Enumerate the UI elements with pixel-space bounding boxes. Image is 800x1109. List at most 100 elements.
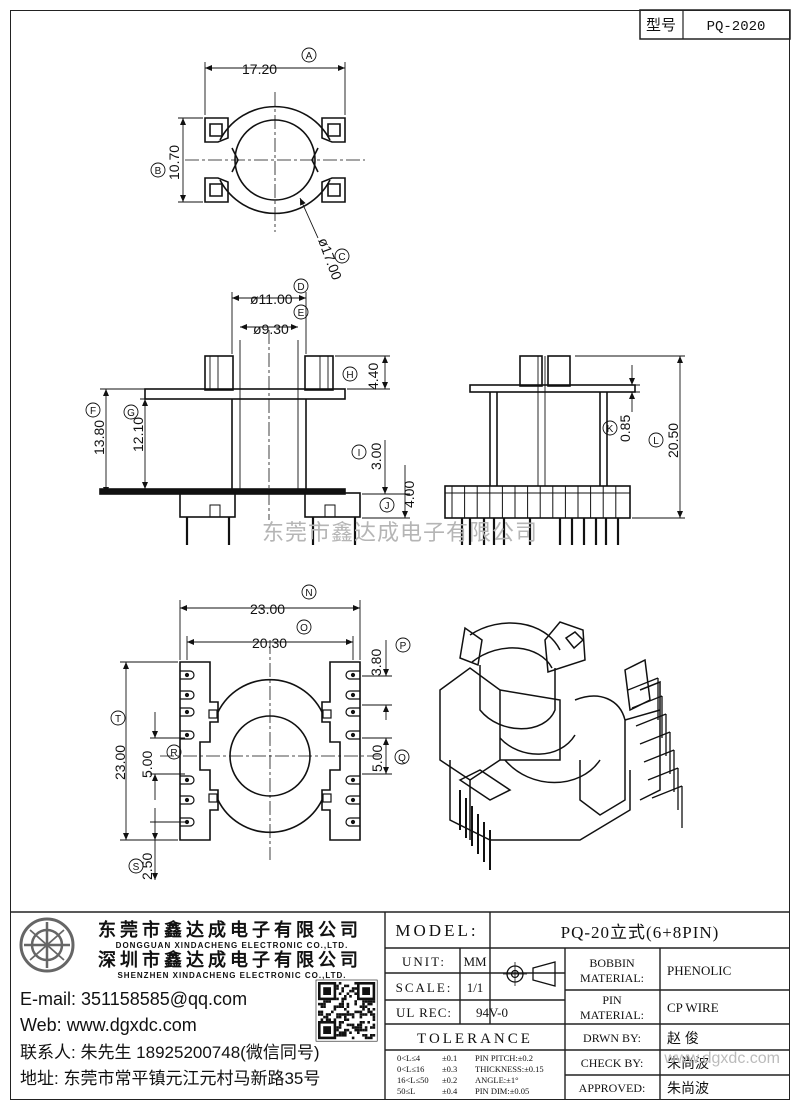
dim-R-letter: R	[170, 748, 177, 759]
pin-hole-left	[184, 672, 190, 678]
iso-pin	[635, 713, 667, 727]
pin-hole-right	[350, 777, 356, 783]
standoff-pad	[322, 709, 332, 719]
iso-pin	[647, 767, 679, 781]
dim-D-E	[231, 278, 309, 354]
pin-slot-left	[180, 730, 195, 740]
drawing-frame	[10, 10, 790, 1100]
tol-value: ±0.3	[442, 1064, 457, 1074]
pin-slot-right	[345, 690, 360, 700]
tol-value: ±0.4	[442, 1086, 458, 1096]
header-model-label: 型号	[646, 17, 676, 34]
dim-P-letter: P	[400, 641, 407, 652]
tb-scale-label: SCALE:	[396, 980, 453, 995]
watermark-text: 东莞市鑫达成电子有限公司	[262, 520, 538, 545]
tb-scale-value: 1/1	[467, 980, 484, 995]
pin-slot-left	[180, 707, 195, 717]
side-view-pins	[451, 486, 620, 545]
dim-J-letter: J	[385, 501, 390, 512]
dim-H-I-J	[335, 355, 410, 519]
qr-code	[315, 979, 378, 1042]
iso-pin	[631, 695, 663, 709]
pin-slot-left	[180, 775, 195, 785]
dim-F-G	[85, 388, 200, 494]
company-name-dg-en: DONGGUAN XINDACHENG ELECTRONIC CO.,LTD.	[116, 941, 349, 950]
tb-approved-label: APPROVED:	[579, 1081, 646, 1095]
pin-slot-right	[345, 670, 360, 680]
isometric-view-pins	[459, 677, 683, 870]
model-header-box: 型号 PQ-2020	[639, 9, 791, 40]
pin-slot-left	[180, 690, 195, 700]
dim-F-value: 13.80	[91, 420, 107, 455]
dim-D-value: ø11.00	[250, 291, 293, 307]
tb-pin-value: CP WIRE	[667, 1000, 719, 1015]
company-name-sz: 深圳市鑫达成电子有限公司	[98, 949, 362, 970]
company-logo	[19, 917, 75, 973]
dim-A-letter: A	[306, 51, 313, 62]
tb-approved-value: 朱尚波	[667, 1080, 709, 1096]
dim-T-value: 23.00	[112, 745, 128, 780]
dim-Q-value: 5.00	[369, 745, 385, 772]
dim-L-letter: L	[653, 436, 659, 447]
dim-K-L	[575, 355, 685, 519]
dim-P-value: 3.80	[368, 649, 384, 676]
dim-E-letter: E	[298, 308, 305, 319]
tb-unit-value: MM	[463, 954, 487, 969]
dim-N-O	[179, 584, 361, 660]
tolerance-table: 0<L≤4 ±0.1 PIN PITCH:±0.2 0<L≤16 ±0.3 THICKNE…	[397, 1053, 544, 1096]
tb-bobbin-value: PHENOLIC	[667, 963, 731, 978]
company-address: 地址: 东莞市常平镇元江元村马新路35号	[20, 1069, 320, 1088]
dim-N-value: 23.00	[250, 601, 285, 617]
pin-hole-left	[184, 692, 190, 698]
dim-F-letter: F	[90, 406, 96, 417]
dim-O-letter: O	[300, 623, 308, 634]
dim-Q-letter: Q	[398, 753, 406, 764]
pin-hole-right	[350, 672, 356, 678]
tol-range: 0<L≤16	[397, 1064, 424, 1074]
tol-value: ±0.1	[442, 1053, 457, 1063]
dim-G-letter: G	[127, 408, 135, 419]
front-view	[99, 330, 361, 545]
tb-bobbin-label-2: MATERIAL:	[580, 971, 644, 985]
dim-E-value: ø9.30	[253, 321, 289, 337]
standoff-pad	[208, 709, 218, 719]
dim-A-value: 17.20	[242, 61, 277, 77]
tb-check-value: 朱尚波	[667, 1055, 709, 1071]
dim-S-letter: S	[133, 862, 140, 873]
tol-range: 50≤L	[397, 1086, 415, 1096]
company-name-dg: 东莞市鑫达成电子有限公司	[98, 919, 362, 940]
dim-O-value: 20.30	[252, 635, 287, 651]
company-web: Web: www.dgxdc.com	[20, 1015, 197, 1035]
header-model-value: PQ-2020	[707, 19, 766, 35]
dim-P-Q	[362, 637, 411, 775]
dim-H-letter: H	[346, 370, 353, 381]
dim-A	[204, 47, 346, 115]
pin-slot-left	[180, 670, 195, 680]
pin-slot-left	[180, 817, 195, 827]
pin-hole-right	[350, 692, 356, 698]
dim-B	[150, 117, 203, 203]
dim-R-S-T	[110, 661, 185, 880]
top-view	[185, 92, 365, 232]
company-email: E-mail: 351158585@qq.com	[20, 989, 247, 1009]
dim-S-value: 2.50	[139, 853, 155, 880]
tb-drwn-label: DRWN BY:	[583, 1031, 641, 1045]
tol-item: PIN PITCH:±0.2	[475, 1053, 533, 1063]
pin-hole-left	[184, 732, 190, 738]
pin-slot-left	[180, 795, 195, 805]
dim-B-letter: B	[155, 166, 162, 177]
tb-drwn-value: 赵 俊	[667, 1030, 699, 1046]
tb-pin-label-1: PIN	[602, 993, 622, 1007]
pin-slot-right	[345, 817, 360, 827]
tb-ulrec-value: 94V-0	[476, 1005, 508, 1020]
tb-tolerance-label: TOLERANCE	[417, 1031, 533, 1047]
iso-pin	[643, 749, 675, 763]
dim-I-letter: I	[358, 448, 361, 459]
tol-range: 0<L≤4	[397, 1053, 421, 1063]
pin-slot-right	[345, 775, 360, 785]
standoff-pad	[208, 793, 218, 803]
tb-ulrec-label: UL REC:	[396, 1005, 452, 1020]
tol-item: THICKNESS:±0.15	[475, 1064, 544, 1074]
tb-check-label: CHECK BY:	[581, 1056, 644, 1070]
